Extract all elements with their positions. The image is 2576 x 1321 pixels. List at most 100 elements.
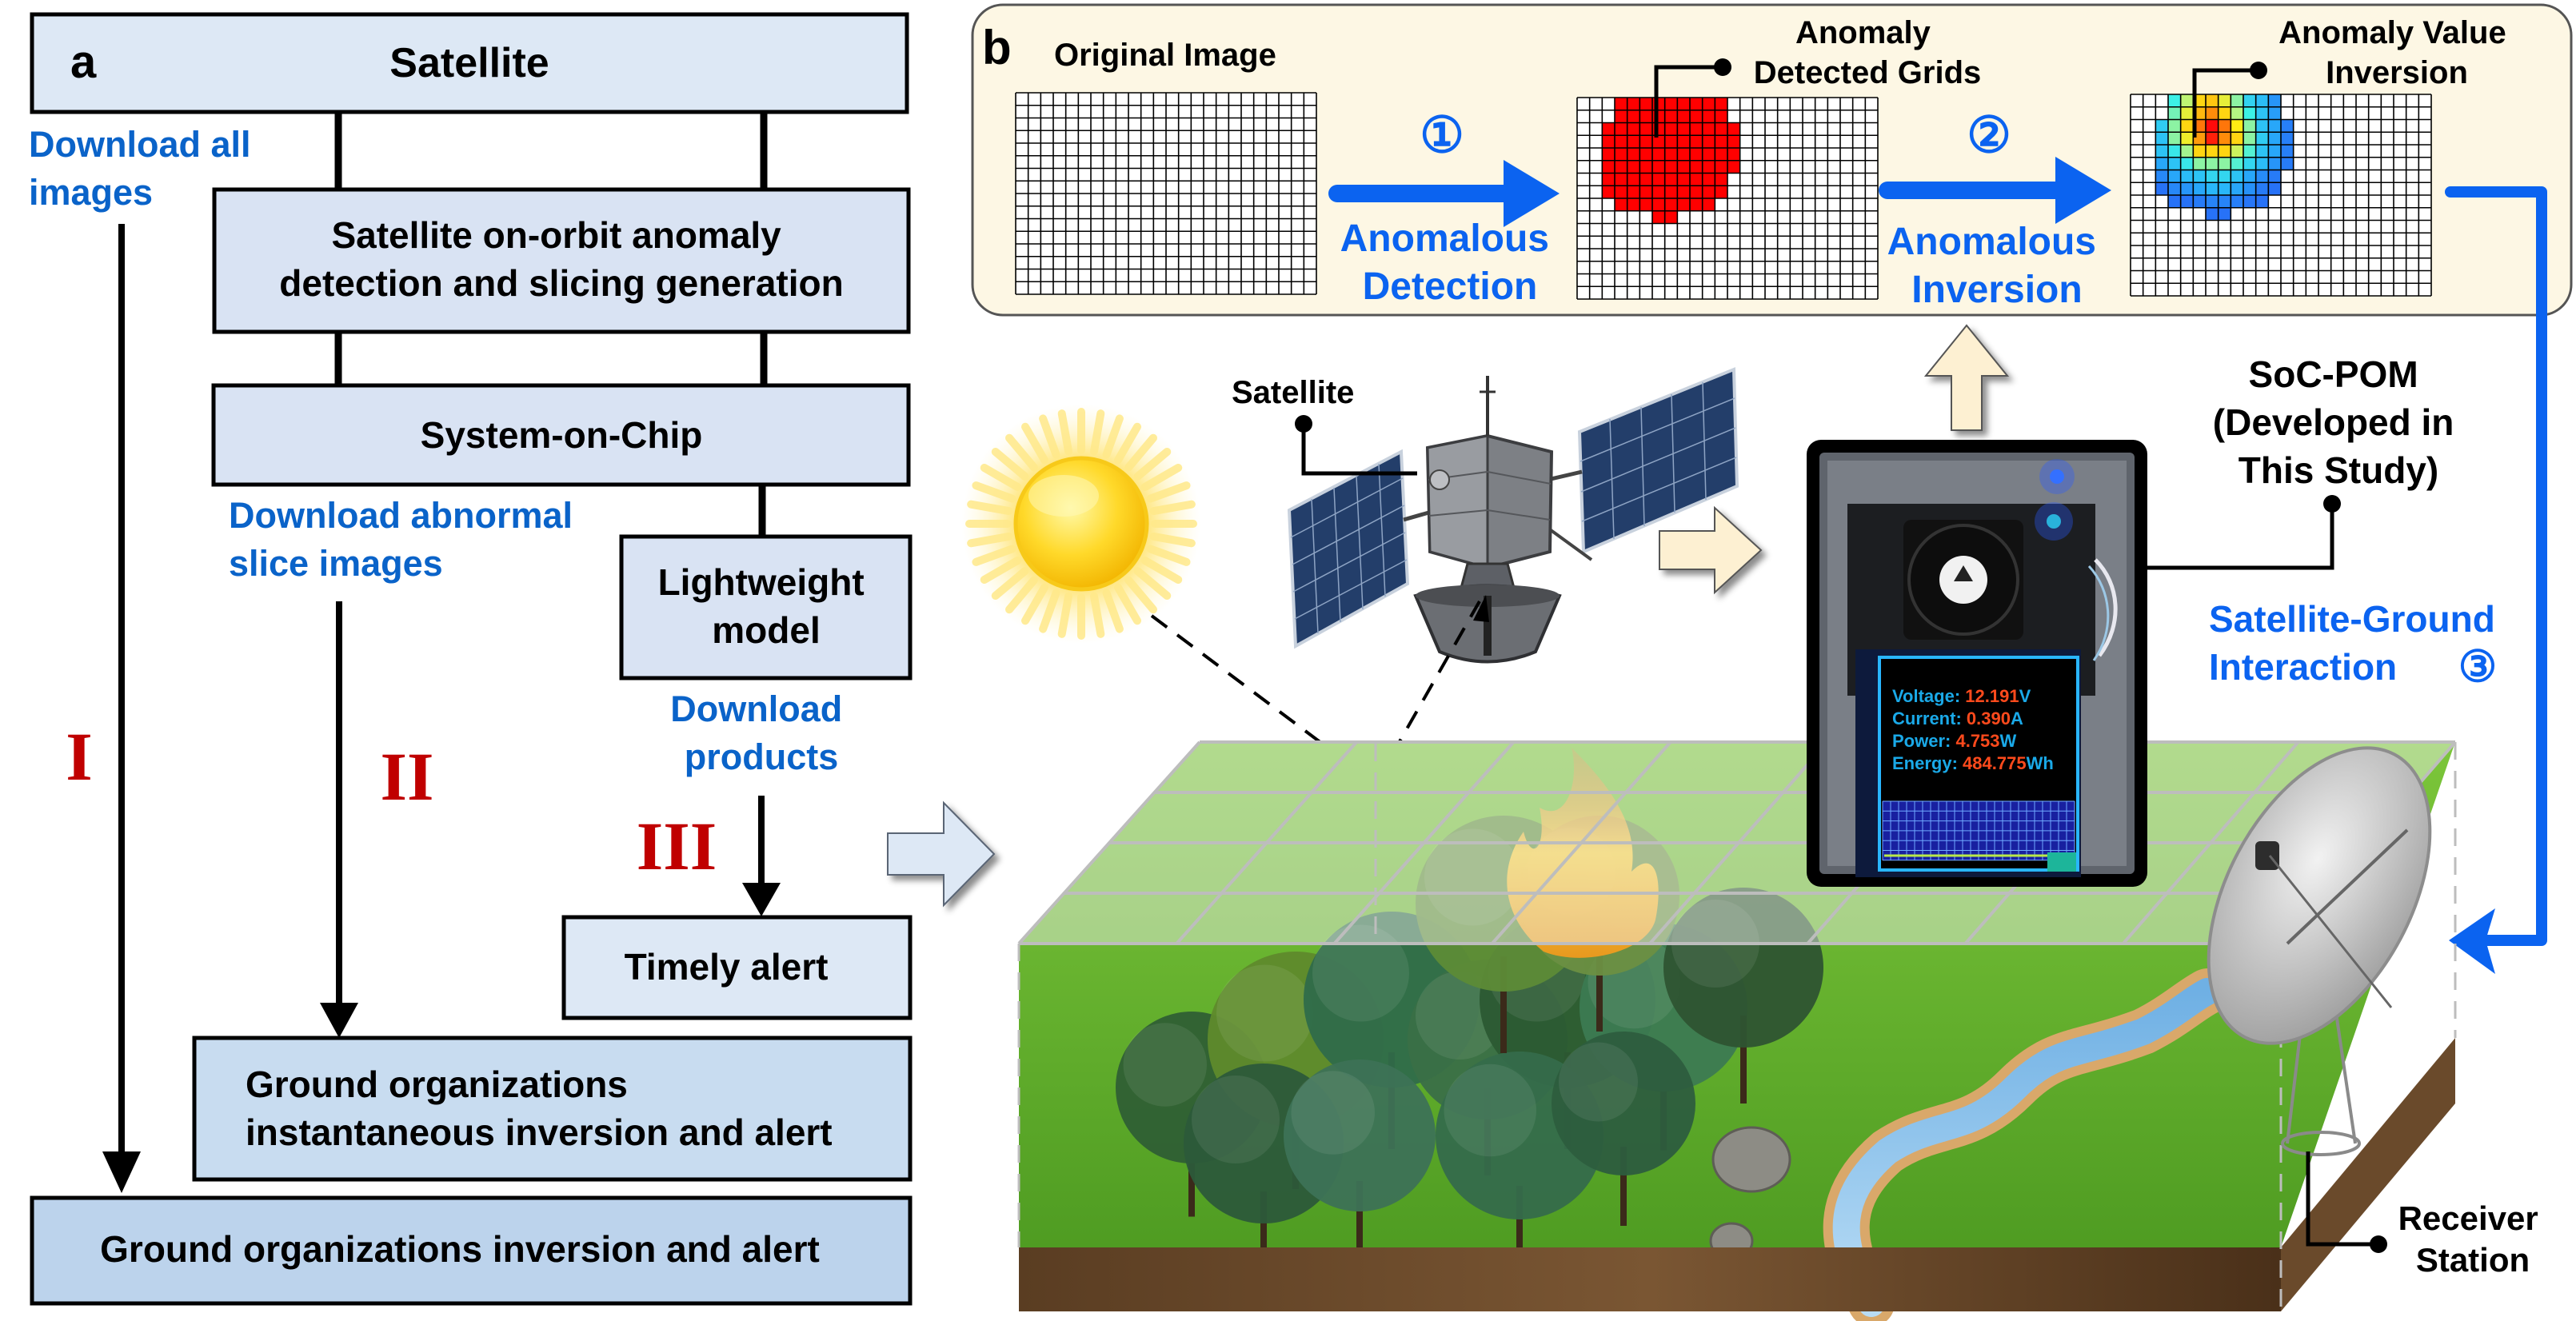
grid-cell (1715, 135, 1727, 148)
callout-dot (2370, 1235, 2387, 1253)
sun-ray (1114, 422, 1141, 465)
step-3-number: ③ (2458, 643, 2497, 691)
grid-cell (2268, 106, 2281, 120)
grid-cell (2206, 195, 2219, 208)
grid-cell (1602, 148, 1615, 161)
grid-cell (2193, 145, 2206, 158)
grid-cell (2255, 132, 2269, 145)
grid-cell (1639, 135, 1652, 148)
download-products-line-2: products (685, 736, 839, 777)
sun-icon (961, 404, 1201, 644)
soc-pom-line-1: SoC-POM (2249, 353, 2418, 395)
step-2-label-line-2: Inversion (1911, 269, 2082, 311)
download-products-line-1: Download (670, 688, 842, 729)
svg-text:Lightweight model: Lightweight model (658, 561, 875, 651)
receiver-line-1: Receiver (2398, 1199, 2538, 1237)
path-i-label: I (66, 718, 92, 795)
grid-cell (1702, 148, 1715, 161)
grid-cell (2243, 182, 2256, 195)
sun-ray (967, 532, 1013, 548)
sun-ray (1149, 500, 1196, 516)
grid-cell (1702, 135, 1715, 148)
panel-a: a Satellite Satellite on-orbit anomaly d… (29, 12, 913, 1306)
grid-cell (1677, 173, 1690, 186)
observation-arrowhead (1473, 595, 1489, 622)
grid-cell (1615, 98, 1627, 110)
grid-cell (1664, 186, 1678, 198)
svg-text:SoC-POM (Developed in: SoC-POM (Developed in This Study) (2213, 353, 2464, 491)
path-iii-arrowhead (742, 883, 781, 916)
sun-ray (1021, 583, 1048, 625)
grid-cell (2281, 157, 2294, 170)
grid-cell (2218, 145, 2231, 158)
grid-cell (2193, 170, 2206, 183)
svg-text:Anomalous Detection: Anomalous Detection (1340, 218, 1560, 308)
download-all-line-2: images (29, 172, 153, 213)
grid-cell (1602, 160, 1615, 174)
display-unit: Wh (2027, 753, 2054, 773)
tree-canopy (1552, 1032, 1695, 1175)
grid-cell (2206, 119, 2219, 133)
grid-cell (2255, 195, 2269, 208)
grid-cell (2218, 157, 2231, 170)
grid-cell (1677, 198, 1690, 211)
display-row: Energy: 484.775Wh (1892, 753, 2054, 773)
svg-text:Download products: Download products (670, 688, 853, 777)
step-1-number: ① (1420, 108, 1464, 163)
grid-cell (2168, 145, 2181, 158)
sun-ray (1140, 557, 1183, 584)
callout-line (2306, 1151, 2374, 1247)
original-image-grid (1015, 92, 1317, 295)
grid-cell (1664, 110, 1678, 123)
grid-cell (1652, 173, 1665, 186)
anomaly-inversion-grid (2130, 94, 2432, 297)
grid-cell (1664, 98, 1678, 110)
step-1-label-line-1: Anomalous (1340, 218, 1549, 260)
value-inversion-line-2: Inversion (2326, 55, 2468, 90)
grid-cell (1615, 122, 1627, 136)
sun-ray (991, 567, 1029, 600)
display-unit: V (2019, 686, 2031, 706)
callout-dot (2323, 495, 2341, 513)
display-value: 484.775 (1963, 753, 2027, 773)
grid-cell (1727, 135, 1740, 148)
grid-cell (2168, 195, 2181, 208)
grid-cell (1677, 148, 1690, 161)
grid-cell (2180, 145, 2194, 158)
grid-cell (1652, 198, 1665, 211)
grid-cell (1639, 173, 1652, 186)
grid-cell (1677, 122, 1690, 136)
grid-cell (1615, 186, 1627, 198)
path-ii-arrowhead (320, 1003, 358, 1038)
grid-cell (1602, 122, 1615, 136)
grid-cell (2255, 94, 2269, 107)
svg-text:Download all images: Download all images (29, 124, 261, 213)
lightweight-model-box: Lightweight model (619, 534, 913, 680)
grid-cell (1727, 122, 1740, 136)
grid-cell (2218, 132, 2231, 145)
grid-cell (1639, 148, 1652, 161)
svg-text:Satellite-Ground Interac: Satellite-Ground Interaction (2209, 598, 2506, 688)
grid-cell (1652, 210, 1665, 224)
grid-cell (1664, 198, 1678, 211)
sun-ray (1089, 409, 1105, 456)
grid-cell (2155, 132, 2168, 145)
sun-ray (1133, 567, 1172, 600)
sun-ray (1039, 589, 1060, 633)
grid-cell (2168, 119, 2181, 133)
grid-cell (2193, 195, 2206, 208)
soc-pom-line-2: (Developed in (2213, 401, 2454, 443)
grid-cell (1715, 173, 1727, 186)
grid-cell (2243, 106, 2256, 120)
grid-cell (1615, 110, 1627, 123)
grid-cell (1664, 173, 1678, 186)
grid-cell (2218, 207, 2231, 221)
receiver-dish-icon (2207, 746, 2432, 1156)
grid-cell (2180, 157, 2194, 170)
grid-cell (1715, 110, 1727, 123)
detected-grids-line-2: Detected Grids (1754, 55, 1982, 90)
grid-cell (2231, 157, 2243, 170)
grid-cell (1602, 173, 1615, 186)
path-i-arrowhead (102, 1151, 141, 1193)
